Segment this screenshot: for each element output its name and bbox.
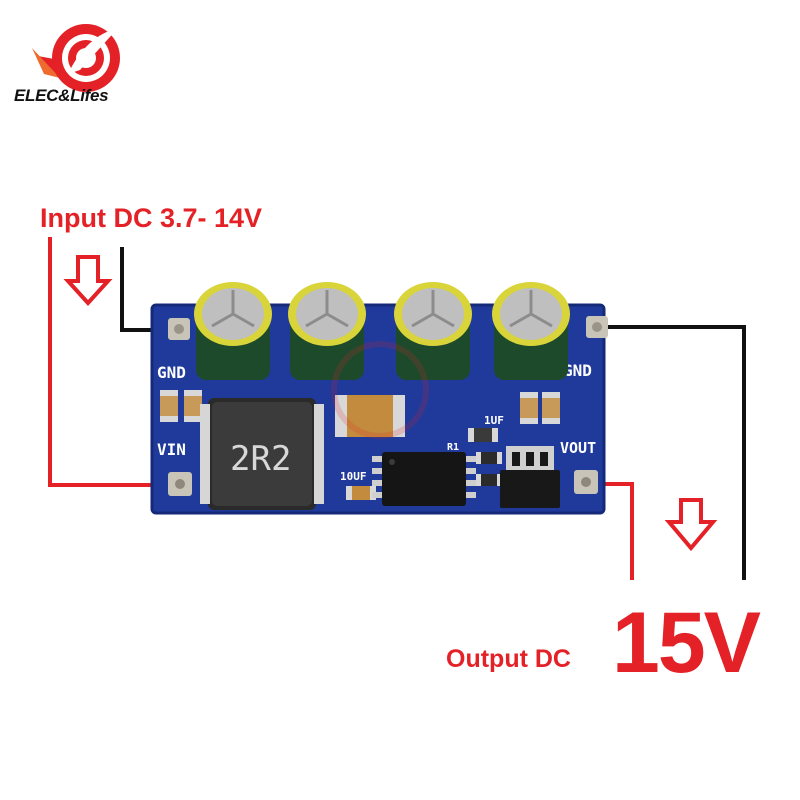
watermark-icon [331,341,429,439]
smd-capacitor-right [520,392,560,424]
silk-r1: R1 [447,442,459,453]
smd-capacitor-1uf [468,428,498,442]
ground-wire-right [596,325,746,580]
down-arrow-icon [664,498,718,552]
brand-name: ELEC&Lifes [14,86,109,105]
electrolytic-capacitor-1 [194,282,272,380]
silk-vout: VOUT [560,439,596,457]
silk-gnd-right: GND [563,361,592,380]
inductor: 2R2 [200,398,324,510]
electrolytic-capacitor-4 [492,282,570,380]
gnd-pad-left [168,318,190,340]
silk-10uf: 10UF [340,470,367,483]
silk-vin: VIN [157,440,186,459]
inductor-marking: 2R2 [230,439,291,479]
regulator-component [500,446,560,508]
input-voltage-label: Input DC 3.7- 14V [40,203,263,233]
electrolytic-capacitor-3 [394,282,472,380]
output-label: Output DC [446,645,571,673]
silk-gnd-left: GND [157,363,186,382]
brand-logo-icon [32,24,120,92]
silk-1uf: 1UF [484,414,504,427]
smd-capacitor-mid [335,395,405,437]
output-voltage-value: 15V [612,595,761,691]
down-arrow-icon [63,255,113,306]
input-positive-wire [48,237,178,487]
ic-chip [372,452,476,506]
vout-pad [574,470,598,494]
gnd-pad-right [586,316,608,338]
electrolytic-capacitor-2 [288,282,366,380]
smd-10uf-capacitor [346,486,376,500]
smd-capacitor-left [160,390,202,422]
vin-pad [168,472,192,496]
smd-resistor [476,452,502,486]
